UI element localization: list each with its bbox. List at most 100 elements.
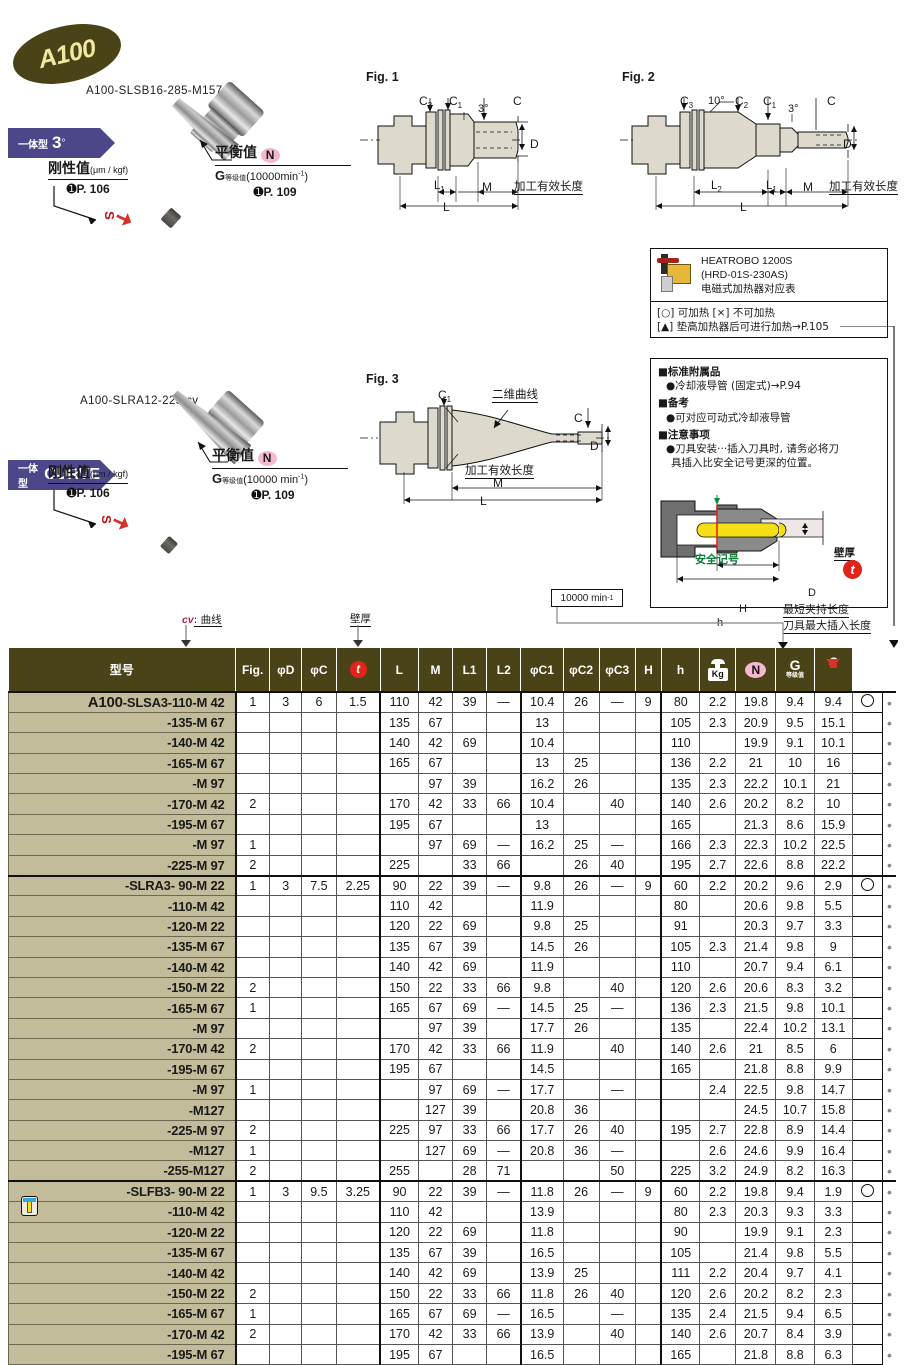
table-cell-phiD bbox=[269, 1303, 303, 1325]
table-cell-phiC3 bbox=[598, 915, 636, 938]
table-cell-L1 bbox=[452, 1201, 488, 1223]
table-cell-L: 110 bbox=[379, 1201, 419, 1223]
table-cell-L1: 33 bbox=[452, 1323, 488, 1346]
table-cell-L2 bbox=[486, 711, 522, 734]
table-cell-N: 22.5 bbox=[735, 1078, 777, 1101]
table-cell-heat-compat bbox=[851, 1180, 883, 1203]
table-cell-S: 3.3 bbox=[813, 1201, 853, 1223]
fig1-c-label: C bbox=[513, 94, 522, 108]
heat-ok-icon bbox=[860, 877, 874, 891]
table-cell-kg bbox=[699, 1058, 737, 1080]
table-cell-heat-compat bbox=[851, 936, 883, 958]
table-cell-phiD bbox=[269, 1242, 303, 1264]
product-1-grade-cond-end: ) bbox=[304, 171, 309, 183]
table-cell-h: 80 bbox=[660, 690, 701, 713]
table-cell-L: 150 bbox=[379, 1282, 419, 1305]
fig3-c-label: C bbox=[574, 411, 583, 425]
table-cell-G: 8.5 bbox=[775, 1038, 815, 1060]
table-cell-phiC2: 25 bbox=[562, 997, 600, 1019]
table-cell-H bbox=[634, 1017, 662, 1040]
table-cell-N: 20.2 bbox=[735, 1282, 777, 1305]
product-2-grade-cond-end: ) bbox=[304, 474, 309, 486]
table-cell-L: 120 bbox=[379, 915, 419, 938]
table-cell-phiC2 bbox=[562, 1201, 600, 1223]
table-cell-N: 21.5 bbox=[735, 1303, 777, 1325]
table-cell-kg: 2.3 bbox=[699, 834, 737, 856]
table-cell-L1: 39 bbox=[452, 1242, 488, 1264]
table-cell-phiC1: 20.8 bbox=[519, 1140, 564, 1162]
table-cell-L: 165 bbox=[379, 1303, 419, 1325]
table-cell-phiD bbox=[269, 1160, 303, 1182]
table-cell-phiC1: 17.7 bbox=[519, 1119, 564, 1142]
product-2-rigidity-title: 刚性值 bbox=[48, 464, 90, 480]
table-cell-G: 10.2 bbox=[775, 1017, 815, 1040]
table-cell-N: 21.5 bbox=[735, 997, 777, 1019]
table-cell-phiC3 bbox=[598, 956, 636, 978]
table-cell-G: 9.6 bbox=[775, 874, 815, 897]
table-cell-phiC1: 9.8 bbox=[519, 976, 564, 999]
table-cell-phiC1: 14.5 bbox=[519, 936, 564, 958]
table-cell-N: 24.6 bbox=[735, 1140, 777, 1162]
table-cell-H bbox=[634, 915, 662, 938]
table-cell-phiC1 bbox=[519, 854, 564, 877]
fig1-angle-label: 3° bbox=[478, 103, 489, 115]
product-1-balance-ref: P. 109 bbox=[263, 185, 297, 199]
table-cell-kg: 2.6 bbox=[699, 1323, 737, 1346]
table-cell-phiC1: 13 bbox=[519, 711, 564, 734]
th-t: t bbox=[335, 648, 381, 692]
table-cell-N: 20.2 bbox=[735, 874, 777, 897]
table-cell-phiD bbox=[269, 1038, 303, 1060]
table-cell-fig: 2 bbox=[234, 793, 271, 815]
table-cell-phiC2: 26 bbox=[562, 1119, 600, 1142]
product-2-rigidity-ref: P. 106 bbox=[76, 486, 110, 500]
table-cell-L: 170 bbox=[379, 1038, 419, 1060]
table-cell-fig: 2 bbox=[234, 1323, 271, 1346]
product-1-rigidity-unit: (μm / kgf) bbox=[90, 165, 129, 175]
th-model: 型号 bbox=[8, 648, 237, 692]
table-cell-heat-compat bbox=[851, 752, 883, 775]
row-marker-dot: • bbox=[882, 874, 896, 896]
table-cell-S: 13.1 bbox=[813, 1017, 853, 1040]
table-cell-model: -M 97 bbox=[7, 1078, 237, 1101]
table-cell-fig bbox=[234, 1242, 271, 1264]
row-marker-dot: • bbox=[882, 690, 896, 713]
table-cell-h: 135 bbox=[660, 1017, 701, 1040]
table-cell-h: 166 bbox=[660, 834, 701, 856]
table-cell-t bbox=[335, 711, 381, 734]
table-cell-fig bbox=[234, 732, 271, 754]
table-cell-M: 42 bbox=[417, 956, 454, 978]
